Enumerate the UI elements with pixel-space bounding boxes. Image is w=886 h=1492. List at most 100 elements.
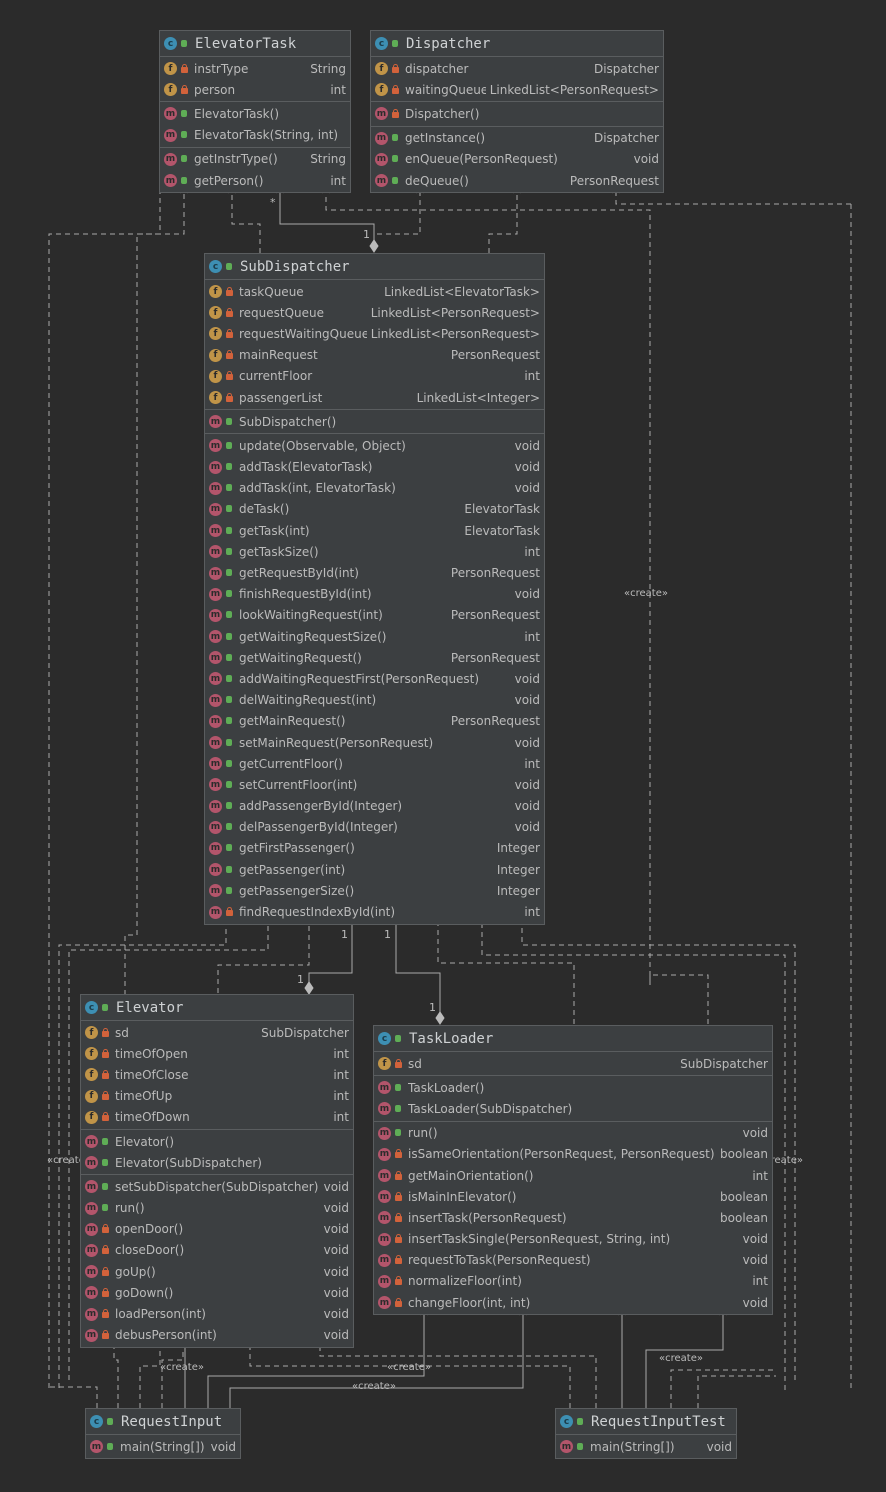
stereotype-create: «create»	[352, 1381, 396, 1392]
private-lock-icon	[101, 1069, 110, 1079]
method-icon: m	[209, 841, 222, 855]
method-icon: m	[209, 415, 222, 429]
member-name: addPassengerById(Integer)	[239, 799, 403, 814]
public-visibility-icon	[225, 780, 234, 789]
member-type: void	[742, 1295, 768, 1310]
public-visibility-icon	[225, 526, 234, 535]
field-icon: f	[209, 327, 222, 341]
method-icon: m	[209, 587, 222, 601]
member-type: PersonRequest	[450, 650, 540, 665]
private-lock-icon	[394, 1297, 403, 1307]
field-icon: f	[164, 62, 177, 76]
member-type: void	[514, 481, 540, 496]
method-icon: m	[378, 1126, 391, 1140]
member-type: int	[330, 173, 346, 188]
member-type: void	[323, 1243, 349, 1258]
class-icon: c	[378, 1032, 391, 1045]
member-name: Elevator(SubDispatcher)	[115, 1155, 262, 1170]
method-icon: m	[375, 107, 388, 121]
